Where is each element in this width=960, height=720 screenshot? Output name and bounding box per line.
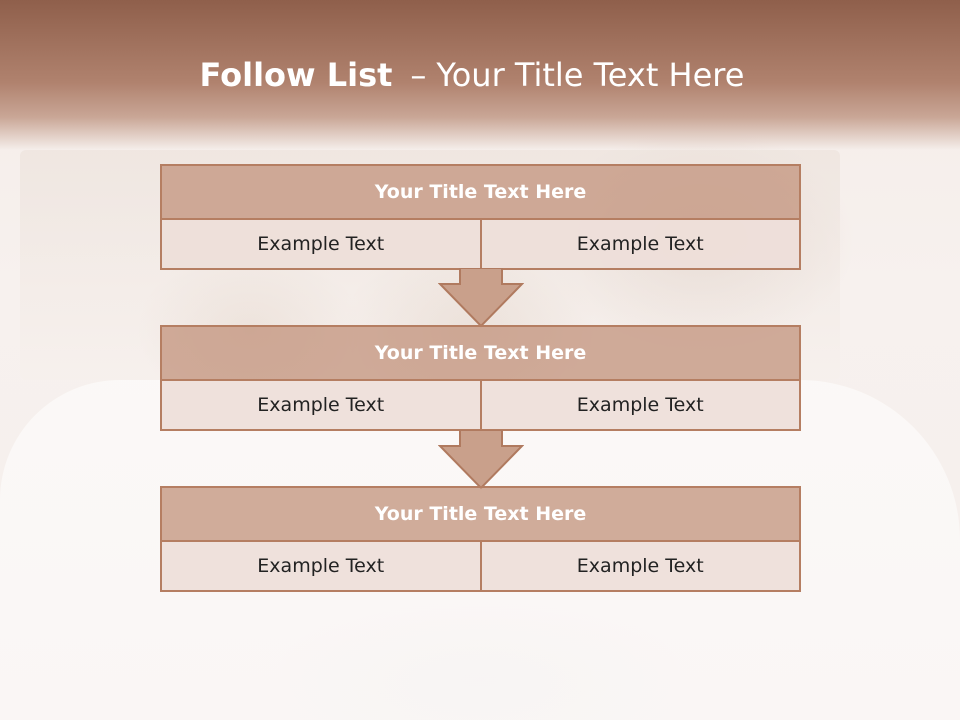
title-dash: – — [410, 56, 427, 94]
step-cell-right: Example Text — [481, 220, 801, 270]
step-cell-left: Example Text — [160, 220, 482, 270]
step-cell-right: Example Text — [481, 381, 801, 431]
header-band — [0, 0, 960, 150]
step-block-1: Your Title Text Here Example Text Exampl… — [160, 164, 801, 270]
step-cell-left: Example Text — [160, 542, 482, 592]
step-title: Your Title Text Here — [160, 164, 801, 220]
step-row: Example Text Example Text — [160, 381, 801, 431]
step-row: Example Text Example Text — [160, 542, 801, 592]
step-cell-left: Example Text — [160, 381, 482, 431]
slide-title: Follow List–Your Title Text Here — [0, 56, 944, 94]
step-block-2: Your Title Text Here Example Text Exampl… — [160, 325, 801, 431]
step-row: Example Text Example Text — [160, 220, 801, 270]
down-arrow-icon — [438, 268, 524, 328]
step-block-3: Your Title Text Here Example Text Exampl… — [160, 486, 801, 592]
down-arrow-icon — [438, 430, 524, 490]
step-cell-right: Example Text — [481, 542, 801, 592]
title-bold: Follow List — [199, 56, 393, 94]
step-title: Your Title Text Here — [160, 325, 801, 381]
step-title: Your Title Text Here — [160, 486, 801, 542]
title-rest: Your Title Text Here — [436, 56, 745, 94]
